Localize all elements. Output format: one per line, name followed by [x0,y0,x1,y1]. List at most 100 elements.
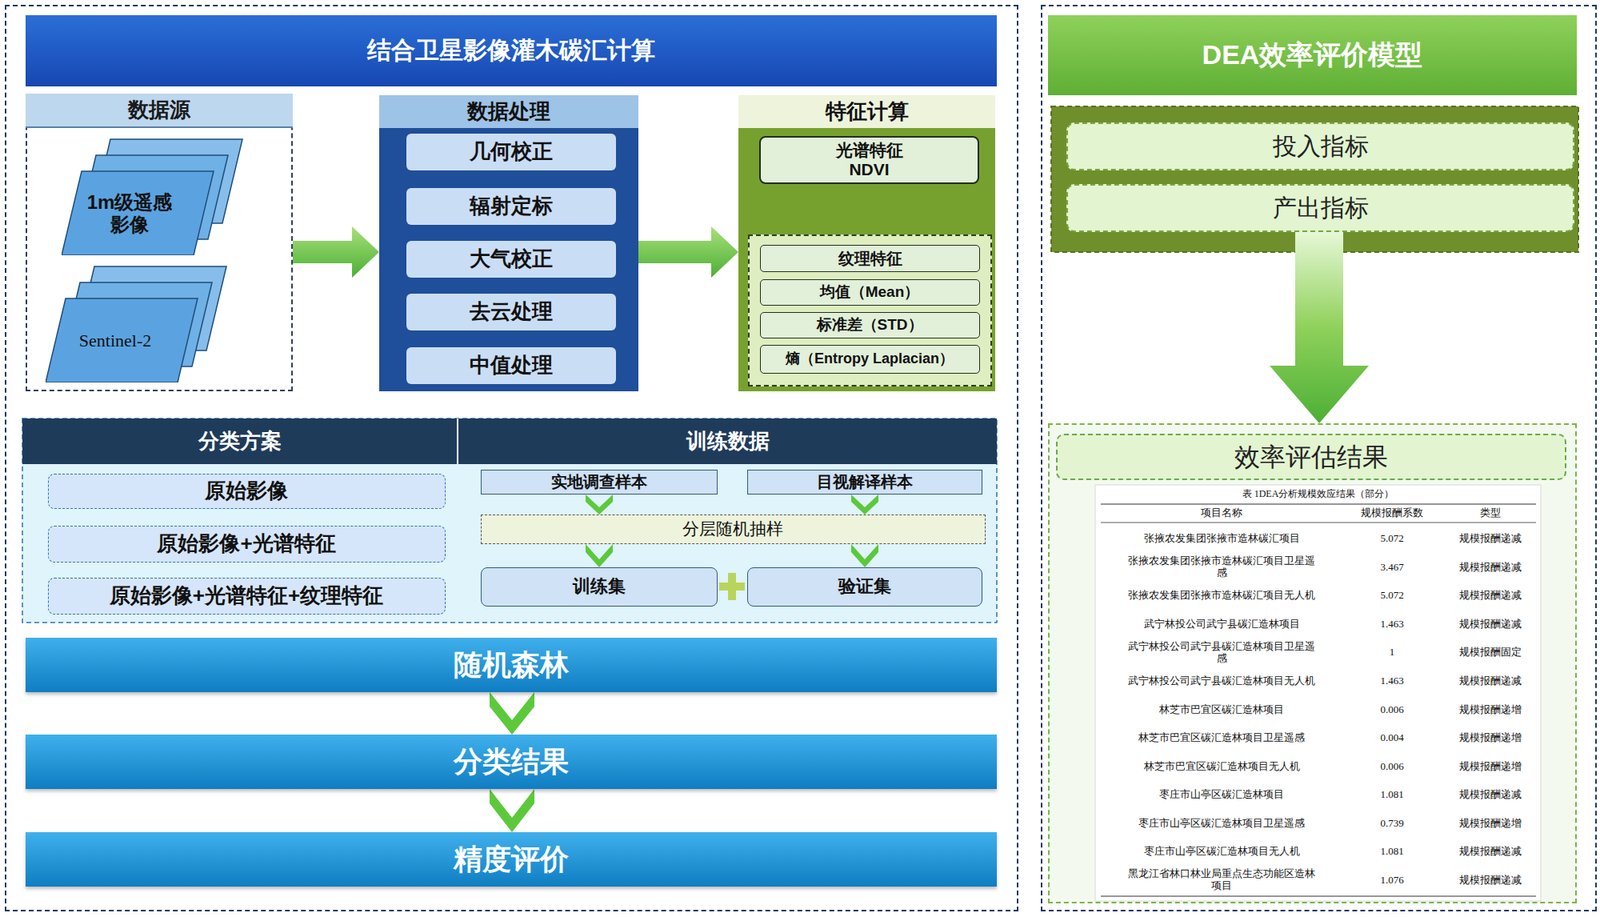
label-holder: 规模报酬递减 [1440,667,1541,696]
label-holder: 0.739 [1352,808,1432,838]
table-cell: 规模报酬递增 [1459,732,1522,744]
table-cell: 0.006 [1380,704,1404,716]
table-cell: 林芝市巴宜区碳汇造林项目卫星遥感 [1138,732,1305,744]
plus-symbol [719,572,745,600]
table-cell: 规模报酬递减 [1459,532,1522,545]
label-holder: 规模报酬递增 [1440,695,1541,724]
block-arrow [638,226,739,278]
label-holder: 1.081 [1352,837,1432,867]
panel: 结合卫星影像灌木碳汇计算数据源1m级遥感影像Sentinel-2数据处理几何校正… [4,4,1019,912]
text-holder: 训练集 [480,567,718,607]
label-holder: 规模报酬递增 [1440,724,1541,753]
scheme-box: 原始影像+光谱特征+纹理特征 [48,577,446,615]
label-holder: 规模报酬递减 [1440,865,1541,895]
feature-box: 熵（Entropy Laplacian） [760,344,980,374]
node-label: 辐射定标 [469,194,553,219]
text-holder: 目视解译样本 [747,469,983,495]
image-stack: 1m级遥感影像 [61,132,250,256]
table-cell: 黑龙江省林口林业局重点生态功能区造林项目 [1127,868,1316,892]
label-holder: 武宁林投公司武宁县碳汇造林项目卫星遥感 [1125,638,1318,668]
label-holder: 0.006 [1352,752,1432,781]
label-holder: 规模报酬递减 [1440,837,1541,867]
table-rule [1100,503,1536,504]
node-label: 分层随机抽样 [682,519,784,539]
text-holder: 原始影像 [48,473,446,509]
text-holder: 几何校正 [406,133,616,171]
text-holder: 光谱特征 NDVI [759,136,980,184]
label-holder: 武宁林投公司武宁县碳汇造林项目 [1125,610,1318,640]
table-cell: 枣庄市山亭区碳汇造林项目卫星遥感 [1138,817,1305,830]
block-arrow [1269,232,1369,424]
feature-box: 均值（Mean） [760,279,980,306]
text-holder: 中值处理 [406,347,616,384]
label-holder: 1 [1352,638,1432,668]
table-cell: 1.081 [1380,788,1404,801]
indicator-box: 投入指标 [1066,122,1575,171]
table-cell: 3.467 [1380,561,1404,574]
table-cell: 规模报酬递增 [1459,704,1522,716]
table-cell: 规模报酬递减 [1459,589,1522,602]
text-holder: 产出指标 [1066,184,1575,232]
label-holder: 规模报酬递减 [1440,780,1541,810]
table-cell: 规模报酬递减 [1459,618,1522,631]
table-rule [1100,522,1536,524]
text-holder: 分类方案 [22,418,457,464]
scheme-box: 原始影像 [48,473,446,509]
label-holder: 项目名称 [1125,504,1318,522]
process-band: 精度评价 [25,832,997,887]
text-holder: 分类结果 [25,734,997,789]
node-label: 投入指标 [1272,132,1369,161]
table-cell: 张掖农发集团张掖市造林碳汇项目 [1144,532,1300,545]
label-holder: 表 1DEA分析规模效应结果（部分） [1095,485,1541,503]
node-label: Sentinel-2 [79,330,152,351]
text-holder: 辐射定标 [406,188,616,225]
sample-box: 目视解译样本 [747,469,983,495]
label-holder: 枣庄市山亭区碳汇造林项目卫星遥感 [1125,808,1318,838]
text-holder: 原始影像+光谱特征+纹理特征 [48,577,446,615]
table-cell: 1 [1389,646,1396,659]
node-label: 效率评估结果 [1234,442,1388,472]
feature-box: 光谱特征 NDVI [759,136,980,184]
chevron-arrow [851,544,879,568]
node-label: 分类结果 [453,744,569,778]
table-cell: 林芝市巴宜区碳汇造林项目 [1159,704,1284,716]
feature-box: 标准差（STD） [760,312,980,339]
node-label: 数据处理 [467,100,551,124]
chevron-arrow [585,544,613,568]
table-cell: 张掖农发集团张掖市造林碳汇项目卫星遥感 [1127,555,1316,580]
process-box: 大气校正 [406,240,616,278]
text-holder: 大气校正 [406,240,616,278]
text-holder: 随机森林 [25,637,997,692]
block-arrow [292,226,380,278]
node-label: 分类方案 [198,429,282,454]
label-holder: 0.006 [1352,695,1432,724]
table-cell: 1.076 [1380,874,1404,887]
text-holder: 训练数据 [456,418,997,464]
table-cell: 规模报酬递减 [1459,874,1522,887]
node-label: 验证集 [838,576,892,596]
text-holder: 分层随机抽样 [480,514,986,544]
node-label: 熵（Entropy Laplacian） [785,350,954,368]
node-label: 标准差（STD） [816,316,924,334]
node-label: 原始影像 [204,479,288,504]
node-label: 原始影像+光谱特征 [156,532,336,556]
label-holder: 1.463 [1352,667,1432,696]
text-holder: DEA效率评价模型 [1048,15,1577,96]
table-cell: 林芝市巴宜区碳汇造林项目无人机 [1144,760,1300,773]
section-box: 分类方案原始影像原始影像+光谱特征原始影像+光谱特征+纹理特征 [22,418,457,623]
plus-bar [719,582,745,591]
label-holder: 张掖农发集团张掖市造林碳汇项目 [1125,524,1318,554]
node-label: 原始影像+光谱特征+纹理特征 [109,584,384,608]
label-holder: 规模报酬递增 [1440,808,1541,838]
text-holder: 数据处理 [379,95,639,128]
table-background [1095,484,1541,901]
text-holder: 标准差（STD） [760,312,980,339]
feature-group: 纹理特征均值（Mean）标准差（STD）熵（Entropy Laplacian） [748,234,992,387]
label-holder: 5.072 [1352,581,1432,611]
node-label: 结合卫星影像灌木碳汇计算 [367,36,656,65]
label-holder: 类型 [1440,504,1541,522]
text-holder: 投入指标 [1066,122,1575,171]
label-holder: 0.004 [1352,724,1432,753]
node-label: 均值（Mean） [820,283,920,301]
